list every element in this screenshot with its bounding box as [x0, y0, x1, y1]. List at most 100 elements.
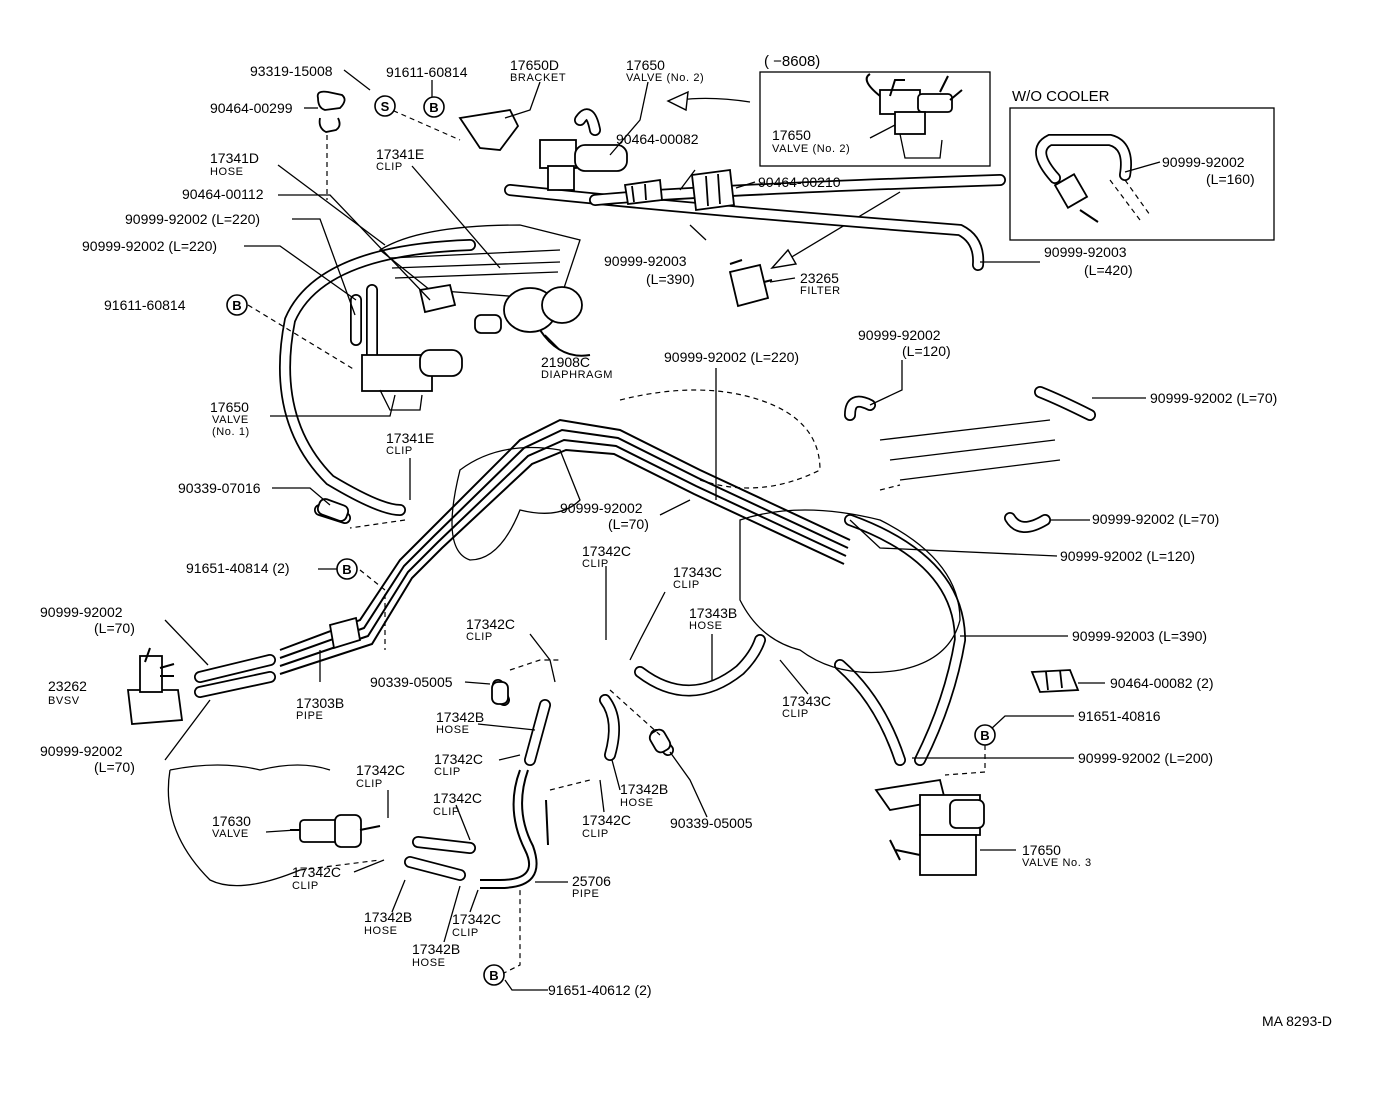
- bracket-17303b-shape: [328, 616, 362, 650]
- label-17342b-a-part: 17342B: [436, 709, 484, 725]
- label-17650-no2-part: 17650: [626, 57, 665, 73]
- label-25706-desc: PIPE: [572, 888, 599, 900]
- label-23262-part: 23262: [48, 678, 87, 694]
- plug-90339-07016-shape: [316, 498, 350, 522]
- label-17343c-b-part: 17343C: [782, 693, 831, 709]
- label-90999-92002-l70-c: 90999-92002 (L=70): [1092, 511, 1219, 527]
- label-17342b-c-desc: HOSE: [364, 925, 398, 937]
- label-90999-92003-l390-a-len: (L=390): [646, 271, 695, 287]
- label-90999-92002-l70-d-len: (L=70): [94, 620, 135, 636]
- label-17341d-part: 17341D: [210, 150, 259, 166]
- label-90999-92002-l160-len: (L=160): [1206, 171, 1255, 187]
- label-17342c-b-part: 17342C: [466, 616, 515, 632]
- label-90339-05005-b: 90339-05005: [670, 815, 753, 831]
- bracket-17650d-shape: [458, 109, 520, 151]
- engine-outline: [167, 224, 1061, 887]
- symbol-b-right: B: [974, 724, 996, 746]
- inset-top-valve: ( −8608): [759, 53, 991, 167]
- label-90999-92002-l220-a: 90999-92002 (L=220): [125, 211, 260, 227]
- valve-17630-shape: [290, 814, 381, 848]
- valve-no2-shape: [539, 108, 628, 191]
- label-90339-05005-a: 90339-05005: [370, 674, 453, 690]
- label-23265-desc: FILTER: [800, 285, 841, 297]
- label-93319-15008: 93319-15008: [250, 63, 333, 79]
- label-17650-no1-desc2: (No. 1): [212, 426, 250, 438]
- symbol-b-top: B: [423, 96, 445, 118]
- label-17342c-f-desc: CLIP: [582, 828, 609, 840]
- label-90999-92002-l70-e-len: (L=70): [94, 759, 135, 775]
- label-17650d-desc: BRACKET: [510, 72, 566, 84]
- label-17342b-c-part: 17342B: [364, 909, 412, 925]
- clip-90464-00082-2-shape: [1030, 669, 1080, 693]
- label-17342c-h-desc: CLIP: [452, 927, 479, 939]
- label-17343c-a-desc: CLIP: [673, 579, 700, 591]
- label-21908c-part: 21908C: [541, 354, 590, 370]
- label-17303b-desc: PIPE: [296, 710, 323, 722]
- hose-lines: [194, 174, 1096, 889]
- label-90464-00299: 90464-00299: [210, 100, 293, 116]
- leader-lines: [164, 69, 1161, 991]
- plug-90339-05005a-shape: [491, 681, 509, 705]
- label-17342c-g-part: 17342C: [292, 864, 341, 880]
- clip-90464-00082-shape: [623, 178, 663, 205]
- label-17650-no2-inset-desc: VALVE (No. 2): [772, 143, 850, 155]
- valve-no3-shape: [874, 778, 985, 876]
- label-17650-no1-desc: VALVE: [212, 414, 249, 426]
- label-90999-92002-l120-a-len: (L=120): [902, 343, 951, 359]
- valve-no1-shape: [361, 349, 463, 411]
- label-17303b-part: 17303B: [296, 695, 344, 711]
- label-17343b-desc: HOSE: [689, 620, 723, 632]
- bvsv-23262-shape: [126, 647, 184, 725]
- symbol-b-text: B: [429, 100, 438, 115]
- label-17342c-f-part: 17342C: [582, 812, 631, 828]
- label-90999-92002-l70-a: 90999-92002 (L=70): [1150, 390, 1277, 406]
- label-90464-00082-2: 90464-00082 (2): [1110, 675, 1214, 691]
- label-90999-92002-l220-b: 90999-92002 (L=220): [82, 238, 217, 254]
- label-90999-92002-l220-c: 90999-92002 (L=220): [664, 349, 799, 365]
- part-labels: 93319-15008 91611-60814 17650D BRACKET 1…: [40, 57, 1332, 1029]
- label-17650-no3-part: 17650: [1022, 842, 1061, 858]
- label-17341e-mid-part: 17341E: [386, 430, 434, 446]
- label-90999-92003-l390-a-part: 90999-92003: [604, 253, 687, 269]
- label-17650-no1-part: 17650: [210, 399, 249, 415]
- label-90999-92003-l420-part: 90999-92003: [1044, 244, 1127, 260]
- label-17341e-top-desc: CLIP: [376, 161, 403, 173]
- label-91611-60814-left: 91611-60814: [104, 297, 186, 313]
- inset-top-date: ( −8608): [764, 53, 820, 70]
- label-90999-92002-l160-part: 90999-92002: [1162, 154, 1245, 170]
- symbol-b-left: B: [226, 294, 248, 316]
- symbol-b-bottom: B: [483, 964, 505, 986]
- symbol-b-text: B: [980, 728, 989, 743]
- symbol-s: S: [374, 95, 396, 117]
- label-90999-92002-l200: 90999-92002 (L=200): [1078, 750, 1213, 766]
- label-91651-40814: 91651-40814 (2): [186, 560, 290, 576]
- plug-90339-05005b-shape: [648, 728, 672, 754]
- label-17630-part: 17630: [212, 813, 251, 829]
- label-17343c-b-desc: CLIP: [782, 708, 809, 720]
- label-17342c-d-desc: CLIP: [356, 778, 383, 790]
- part-shapes: [126, 90, 1080, 876]
- label-17342b-b-desc: HOSE: [620, 797, 654, 809]
- label-91651-40612: 91651-40612 (2): [548, 982, 652, 998]
- label-25706-part: 25706: [572, 873, 611, 889]
- label-17343c-a-part: 17343C: [673, 564, 722, 580]
- label-17342c-h-part: 17342C: [452, 911, 501, 927]
- label-17341e-mid-desc: CLIP: [386, 445, 413, 457]
- label-90999-92002-l120-a-part: 90999-92002: [858, 327, 941, 343]
- label-17342c-c-desc: CLIP: [434, 766, 461, 778]
- symbol-b-text: B: [489, 968, 498, 983]
- inset-wo-cooler-title: W/O COOLER: [1012, 88, 1110, 105]
- label-90999-92002-l70-b-part: 90999-92002: [560, 500, 643, 516]
- label-23265-part: 23265: [800, 270, 839, 286]
- symbol-s-text: S: [381, 99, 390, 114]
- label-17342c-b-desc: CLIP: [466, 631, 493, 643]
- label-17650-no2-desc: VALVE (No. 2): [626, 72, 704, 84]
- label-17630-desc: VALVE: [212, 828, 249, 840]
- label-17342c-c-part: 17342C: [434, 751, 483, 767]
- filter-23265-shape: [728, 263, 770, 308]
- label-90999-92002-l120-b: 90999-92002 (L=120): [1060, 548, 1195, 564]
- label-90464-00112: 90464-00112: [182, 186, 264, 202]
- symbol-b-text: B: [342, 562, 351, 577]
- label-17342b-d-part: 17342B: [412, 941, 460, 957]
- label-17650-no3-desc: VALVE No. 3: [1022, 857, 1092, 869]
